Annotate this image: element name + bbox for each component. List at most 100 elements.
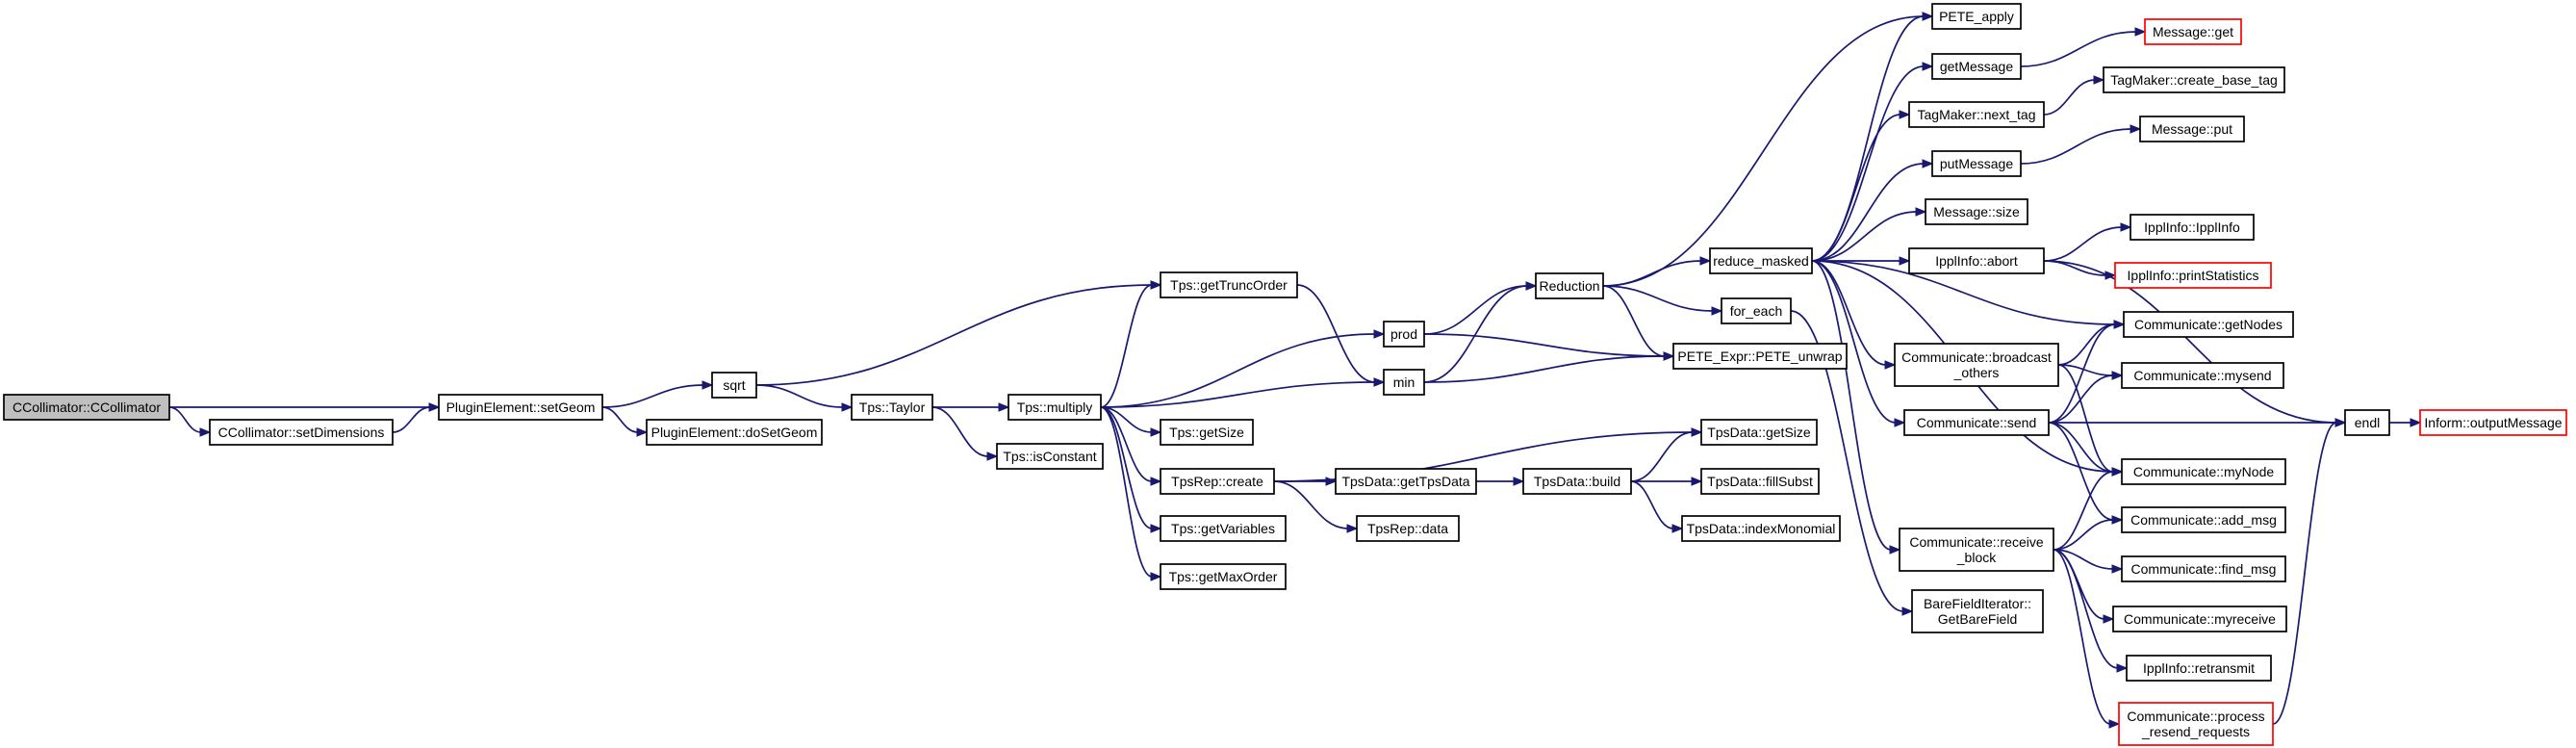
node-label: TpsData::indexMonomial — [1687, 521, 1836, 536]
node-getnodes[interactable]: Communicate::getNodes — [2123, 311, 2294, 338]
node-foreach[interactable]: for_each — [1721, 297, 1792, 324]
node-getvars[interactable]: Tps::getVariables — [1160, 515, 1287, 542]
arrow-head-icon — [2104, 271, 2117, 280]
node-isconst[interactable]: Tps::isConstant — [996, 443, 1104, 470]
edge-reduction-to-foreach — [1602, 285, 1723, 316]
node-gettrunc[interactable]: Tps::getTruncOrder — [1160, 271, 1298, 298]
node-taylor[interactable]: Tps::Taylor — [851, 394, 933, 421]
node-abort[interactable]: IpplInfo::abort — [1908, 247, 2045, 274]
node-basetag[interactable]: TagMaker::create_base_tag — [2103, 66, 2285, 93]
node-label: Communicate::myreceive — [2124, 611, 2276, 627]
arrow-head-icon — [998, 402, 1010, 412]
edge-abort-to-ipplinfo — [2043, 222, 2132, 262]
node-bcast[interactable]: Communicate::broadcast_others — [1894, 343, 2059, 387]
node-box — [1911, 589, 2044, 633]
edge-line — [1423, 285, 1528, 383]
node-tdgettps[interactable]: TpsData::getTpsData — [1335, 468, 1477, 495]
edge-send-to-getnodes — [2048, 320, 2126, 424]
node-recvblock[interactable]: Communicate::receive_block — [1899, 528, 2054, 572]
node-create[interactable]: TpsRep::create — [1160, 468, 1275, 495]
edge-recvblock-to-myreceive — [2053, 549, 2115, 624]
node-msgget[interactable]: Message::get — [2144, 18, 2242, 45]
node-unwrap[interactable]: PETE_Expr::PETE_unwrap — [1672, 343, 1848, 370]
node-box — [1356, 515, 1460, 542]
node-box — [1931, 53, 2022, 80]
edge-reduction-to-reduce — [1602, 256, 1712, 287]
node-sqrt[interactable]: sqrt — [711, 372, 757, 399]
edge-line — [168, 406, 202, 433]
node-findmsg[interactable]: Communicate::find_msg — [2121, 555, 2286, 582]
node-box — [1681, 515, 1841, 542]
node-getmaxorder[interactable]: Tps::getMaxOrder — [1160, 563, 1287, 590]
arrow-head-icon — [2111, 371, 2124, 380]
node-setgeom[interactable]: PluginElement::setGeom — [438, 394, 603, 421]
node-nexttag[interactable]: TagMaker::next_tag — [1908, 101, 2045, 128]
node-box — [2121, 506, 2286, 533]
edge-line — [1811, 211, 1918, 262]
node-label: Tps::getVariables — [1171, 521, 1275, 536]
edge-tdbuild-to-tdindex — [1630, 480, 1684, 533]
node-box — [1160, 563, 1287, 590]
arrow-head-icon — [1671, 524, 1684, 533]
edge-line — [1273, 480, 1349, 529]
arrow-head-icon — [2111, 564, 2124, 574]
node-setdim[interactable]: CCollimator::setDimensions — [209, 419, 394, 446]
arrow-head-icon — [2103, 614, 2115, 624]
node-tdfill[interactable]: TpsData::fillSubst — [1700, 468, 1820, 495]
node-label: Communicate::myNode — [2133, 464, 2274, 479]
node-tdbuild[interactable]: TpsData::build — [1522, 468, 1632, 495]
node-ccol[interactable]: CCollimator::CCollimator — [3, 394, 170, 421]
node-peteapply[interactable]: PETE_apply — [1931, 3, 2022, 30]
edge-line — [2057, 364, 2114, 473]
node-myreceive[interactable]: Communicate::myreceive — [2112, 606, 2287, 632]
node-processresend[interactable]: Communicate::process_resend_requests — [2118, 702, 2274, 746]
node-ipplinfo[interactable]: IpplInfo::IpplInfo — [2130, 214, 2255, 241]
node-mynode[interactable]: Communicate::myNode — [2121, 458, 2286, 485]
node-barefield[interactable]: BareFieldIterator::GetBareField — [1911, 589, 2044, 633]
node-outmsg[interactable]: Inform::outputMessage — [2419, 409, 2567, 436]
node-reduce[interactable]: reduce_masked — [1709, 247, 1813, 274]
edge-line — [1811, 114, 1901, 262]
node-reduction[interactable]: Reduction — [1535, 272, 1604, 299]
arrow-head-icon — [986, 451, 999, 461]
arrow-head-icon — [636, 427, 649, 437]
node-label: IpplInfo::abort — [1935, 253, 2018, 269]
node-putmsg[interactable]: putMessage — [1931, 150, 2022, 177]
edge-line — [755, 384, 844, 408]
node-mysend[interactable]: Communicate::mysend — [2121, 362, 2284, 389]
edge-line — [1630, 480, 1674, 529]
node-send[interactable]: Communicate::send — [1903, 409, 2050, 436]
node-tdindex[interactable]: TpsData::indexMonomial — [1681, 515, 1841, 542]
node-getmsg[interactable]: getMessage — [1931, 53, 2022, 80]
node-min[interactable]: min — [1383, 369, 1425, 396]
node-label: reduce_masked — [1713, 253, 1809, 269]
edge-line — [2053, 549, 2114, 570]
edge-recvblock-to-retransmit — [2053, 549, 2129, 673]
node-endl[interactable]: endl — [2344, 409, 2390, 436]
node-label: Tps::Taylor — [859, 400, 926, 415]
edge-reduction-to-unwrap — [1602, 285, 1675, 361]
node-addmsg[interactable]: Communicate::add_msg — [2121, 506, 2286, 533]
node-box — [1160, 515, 1287, 542]
node-box — [1908, 247, 2045, 274]
node-prod[interactable]: prod — [1383, 321, 1425, 348]
edge-reduce-to-send — [1811, 260, 1906, 427]
node-label: Communicate::send — [1917, 415, 2037, 430]
node-msgsize[interactable]: Message::size — [1925, 198, 2028, 225]
node-label: Communicate::receive — [1909, 534, 2043, 550]
edge-line — [1811, 260, 2116, 325]
node-printstats[interactable]: IpplInfo::printStatistics — [2114, 262, 2272, 289]
node-dosetgeom[interactable]: PluginElement::doSetGeom — [646, 419, 823, 446]
edge-line — [2048, 374, 2114, 424]
node-tdgetsize[interactable]: TpsData::getSize — [1700, 419, 1818, 446]
node-multiply[interactable]: Tps::multiply — [1007, 394, 1102, 421]
arrow-head-icon — [2113, 320, 2126, 329]
arrow-head-icon — [1150, 427, 1162, 437]
node-repdata[interactable]: TpsRep::data — [1356, 515, 1460, 542]
node-box — [3, 394, 170, 421]
node-retransmit[interactable]: IpplInfo::retransmit — [2126, 655, 2272, 682]
edge-reduce-to-msgsize — [1811, 207, 1927, 262]
edge-line — [2020, 31, 2137, 67]
node-getsize[interactable]: Tps::getSize — [1160, 419, 1254, 446]
node-msgput[interactable]: Message::put — [2139, 116, 2245, 142]
